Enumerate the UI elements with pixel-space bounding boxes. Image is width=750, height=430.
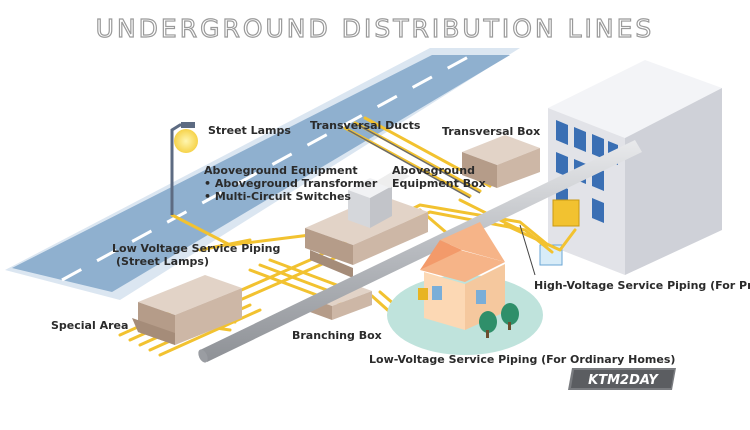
label-high-voltage: High-Voltage Service Piping (For Pr: [534, 279, 750, 292]
road: [5, 48, 520, 300]
label-low-voltage-street-line2: (Street Lamps): [116, 255, 209, 268]
house-meter-icon: [418, 288, 428, 300]
label-low-voltage-street-line1: Low Voltage Service Piping: [112, 242, 281, 255]
special-area-box: [132, 275, 242, 345]
label-street-lamps: Street Lamps: [208, 124, 291, 137]
transversal-box: [462, 135, 540, 188]
label-low-voltage-street: Low Voltage Service Piping (Street Lamps…: [112, 242, 280, 268]
label-aboveground-equipment-title: Aboveground Equipment: [204, 164, 358, 177]
label-low-voltage-homes: Low-Voltage Service Piping (For Ordinary…: [369, 353, 676, 366]
logo-text: KTM2DAY: [588, 373, 659, 388]
tree-icon: [479, 303, 519, 338]
ktm2day-logo: KTM2DAY: [568, 368, 676, 390]
house-area: [387, 222, 543, 355]
building-meter-icon: [552, 199, 580, 227]
label-aboveground-equipment: Aboveground Equipment • Aboveground Tran…: [204, 164, 377, 203]
label-special-area: Special Area: [51, 319, 129, 332]
label-aboveground-transformer: • Aboveground Transformer: [204, 177, 378, 190]
label-aboveground-equipment-box: Aboveground Equipment Box: [392, 164, 486, 190]
street-lamp: [170, 122, 198, 215]
label-transversal-ducts: Transversal Ducts: [310, 119, 421, 132]
high-voltage-leader: [519, 224, 536, 276]
page-title: UNDERGROUND DISTRIBUTION LINES: [95, 13, 655, 43]
ducts-dark: [347, 124, 481, 199]
aboveground-equipment-box: [305, 170, 428, 278]
lamp-light-icon: [174, 129, 198, 153]
main-pipe: [198, 140, 642, 363]
label-aboveground-equipment-box-line2: Equipment Box: [392, 177, 486, 190]
building: [539, 60, 722, 275]
label-transversal-box: Transversal Box: [442, 125, 541, 138]
label-aboveground-equipment-box-line1: Aboveground: [392, 164, 475, 177]
label-branching-box: Branching Box: [292, 329, 382, 342]
label-multi-circuit-switches: • Multi-Circuit Switches: [204, 190, 351, 203]
